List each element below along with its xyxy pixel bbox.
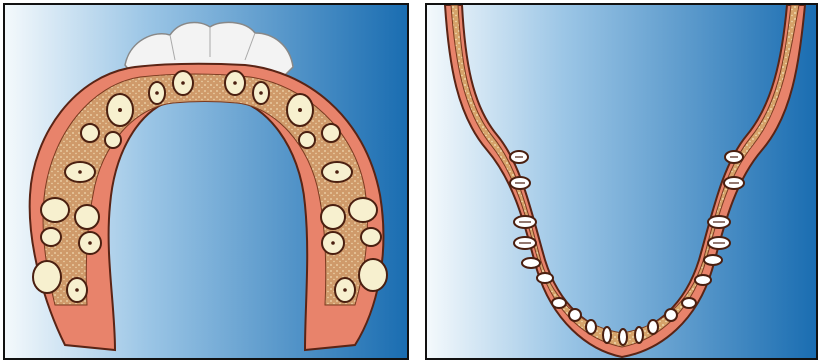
tooth bbox=[359, 259, 387, 291]
tooth bbox=[33, 261, 61, 293]
tooth bbox=[682, 298, 696, 308]
left-panel-upper-arch bbox=[3, 3, 409, 360]
tooth bbox=[41, 198, 69, 222]
tooth bbox=[619, 329, 627, 345]
tooth bbox=[81, 124, 99, 142]
tooth bbox=[349, 198, 377, 222]
tooth bbox=[75, 205, 99, 229]
tooth bbox=[635, 327, 643, 343]
tooth bbox=[695, 275, 711, 285]
tooth bbox=[41, 228, 61, 246]
tooth bbox=[586, 320, 596, 334]
tooth bbox=[537, 273, 553, 283]
tooth bbox=[603, 327, 611, 343]
tooth bbox=[648, 320, 658, 334]
tooth bbox=[361, 228, 381, 246]
tooth bbox=[299, 132, 315, 148]
upper-arch-illustration bbox=[5, 5, 407, 358]
tooth bbox=[552, 298, 566, 308]
tooth bbox=[522, 258, 540, 268]
tooth bbox=[105, 132, 121, 148]
tooth bbox=[704, 255, 722, 265]
lower-jaw-illustration bbox=[427, 5, 816, 358]
tooth bbox=[665, 309, 677, 321]
tooth bbox=[321, 205, 345, 229]
tooth bbox=[569, 309, 581, 321]
right-panel-lower-jaw-section bbox=[425, 3, 818, 360]
tooth bbox=[322, 124, 340, 142]
background bbox=[427, 5, 816, 358]
